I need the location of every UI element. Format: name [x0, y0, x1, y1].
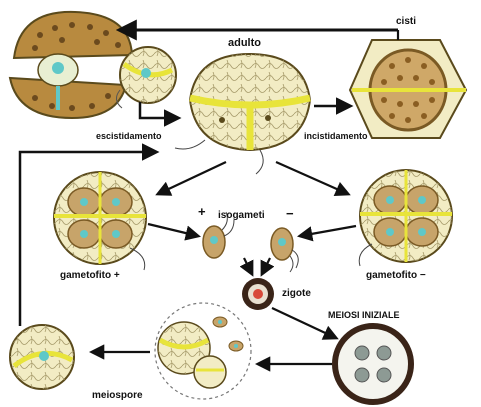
label-adult: adulto [228, 37, 261, 49]
label-minus-sign: − [286, 206, 294, 221]
adult-cell [175, 54, 310, 174]
cyst-cell [350, 40, 466, 138]
isogamete-minus [271, 228, 298, 272]
excysting-cell [10, 12, 176, 118]
label-initial-meiosis: MEIOSI INIZIALE [328, 310, 400, 320]
label-cysts: cisti [396, 16, 416, 27]
label-plus-sign: + [198, 204, 206, 219]
label-gametophyte-minus: gametofito − [366, 270, 426, 281]
label-excystment: escistidamento [96, 131, 162, 141]
label-zygote: zigote [282, 288, 311, 299]
label-gametophyte-plus: gametofito + [60, 270, 120, 281]
meiosis-cell [335, 326, 411, 402]
zygote [242, 278, 274, 310]
gametophyte-plus [54, 172, 146, 270]
meiospore-cell [10, 325, 74, 389]
meiospores-group [155, 303, 251, 399]
label-meiospores: meiospore [92, 390, 143, 401]
label-encystment: incistidamento [304, 131, 368, 141]
nucleus-icon [52, 62, 64, 74]
label-isogametes: isogameti [218, 210, 265, 221]
gametophyte-minus [359, 170, 452, 266]
